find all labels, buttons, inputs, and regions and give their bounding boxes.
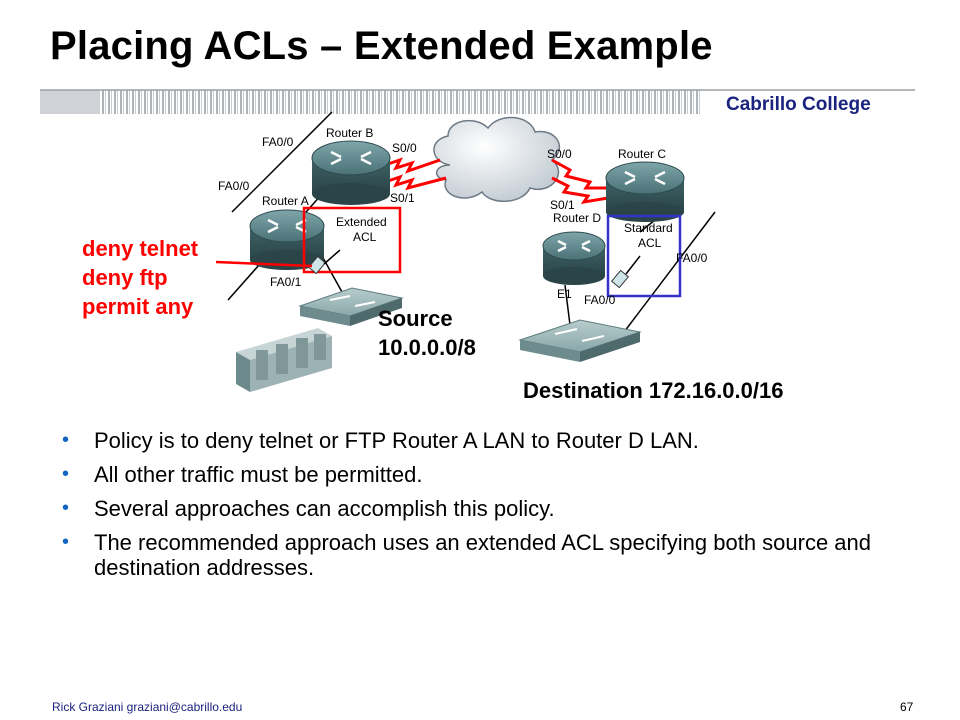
bullet-list: • Policy is to deny telnet or FTP Router … bbox=[60, 428, 920, 589]
acl-rules: deny telnet deny ftp permit any bbox=[82, 234, 198, 321]
bullet-dot-icon: • bbox=[62, 497, 70, 519]
router-d-e1-label: E1 bbox=[557, 287, 572, 301]
extended-acl-label-1: Extended bbox=[336, 215, 387, 229]
acl-rule-item: deny telnet bbox=[82, 236, 199, 261]
router-b-fa00-label: FA0/0 bbox=[262, 135, 294, 149]
acl-rule-item: deny ftp bbox=[82, 265, 168, 290]
extended-acl-label-2: ACL bbox=[353, 230, 377, 244]
header-band bbox=[40, 89, 915, 114]
destination-label: Destination 172.16.0.0/16 bbox=[523, 378, 784, 403]
router-b-s00-label: S0/0 bbox=[392, 141, 417, 155]
wan-cloud bbox=[433, 116, 561, 203]
bullet-text: Policy is to deny telnet or FTP Router A… bbox=[94, 428, 699, 453]
router-c-s01-label: S0/1 bbox=[550, 198, 575, 212]
bullet-item: • Policy is to deny telnet or FTP Router … bbox=[60, 428, 920, 453]
switch-router-a-icon bbox=[298, 287, 404, 326]
link-router-d-switch bbox=[564, 284, 571, 326]
acl-rule-arrow bbox=[215, 260, 313, 268]
router-d-icon bbox=[542, 231, 606, 285]
router-a-fa00-label: FA0/0 bbox=[218, 179, 250, 193]
acl-rule-item: permit any bbox=[82, 294, 194, 319]
page-number: 67 bbox=[900, 700, 914, 714]
router-b-icon bbox=[311, 140, 391, 205]
bullet-text: The recommended approach uses an extende… bbox=[94, 530, 872, 580]
bullet-text: All other traffic must be permitted. bbox=[94, 462, 423, 487]
router-c-s00-label: S0/0 bbox=[547, 147, 572, 161]
router-a-icon bbox=[249, 209, 325, 270]
network-diagram: Router B FA0/0 FA0/0 Router A S0/0 S0/1 … bbox=[40, 89, 915, 392]
bullet-dot-icon: • bbox=[62, 463, 70, 485]
bullet-dot-icon: • bbox=[62, 429, 70, 451]
brand-name: Cabrillo College bbox=[726, 94, 871, 115]
bullet-dot-icon: • bbox=[62, 531, 70, 553]
bullet-item: • Several approaches can accomplish this … bbox=[60, 496, 920, 521]
standard-acl-label-1: Standard bbox=[624, 221, 673, 235]
router-c-icon bbox=[605, 161, 685, 222]
router-b-s01-label: S0/1 bbox=[390, 191, 415, 205]
bullet-text: Several approaches can accomplish this p… bbox=[94, 496, 555, 521]
switch-router-d-icon bbox=[518, 319, 642, 362]
server-rack-icon bbox=[236, 328, 332, 392]
router-a-fa01-label: FA0/1 bbox=[270, 275, 302, 289]
standard-acl-pointer bbox=[625, 255, 641, 275]
router-a-label: Router A bbox=[262, 194, 309, 208]
router-c-label: Router C bbox=[618, 147, 666, 161]
router-b-label: Router B bbox=[326, 126, 373, 140]
router-d-label: Router D bbox=[553, 211, 601, 225]
standard-acl-label-2: ACL bbox=[638, 236, 662, 250]
footer-author: Rick Graziani graziani@cabrillo.edu bbox=[52, 700, 243, 714]
extended-acl-pointer bbox=[323, 249, 341, 265]
source-label: Source 10.0.0.0/8 bbox=[378, 304, 476, 362]
router-c-fa00-label: FA0/0 bbox=[676, 251, 708, 265]
bullet-item: • The recommended approach uses an extend… bbox=[60, 530, 920, 580]
lan-segment-router-c bbox=[617, 211, 716, 341]
router-d-fa00-label: FA0/0 bbox=[584, 293, 616, 307]
extended-acl-box bbox=[302, 206, 402, 274]
source-network: 10.0.0.0/8 bbox=[378, 335, 476, 360]
link-router-a-switch bbox=[321, 255, 343, 293]
lan-segment-router-b bbox=[231, 111, 333, 213]
serial-links bbox=[384, 157, 609, 205]
standard-acl-box bbox=[606, 214, 682, 298]
bullet-item: • All other traffic must be permitted. bbox=[60, 462, 920, 487]
source-heading: Source bbox=[378, 306, 453, 331]
extended-acl-marker bbox=[307, 255, 327, 275]
standard-acl-marker bbox=[610, 269, 630, 289]
slide-title: Placing ACLs – Extended Example bbox=[50, 24, 713, 68]
